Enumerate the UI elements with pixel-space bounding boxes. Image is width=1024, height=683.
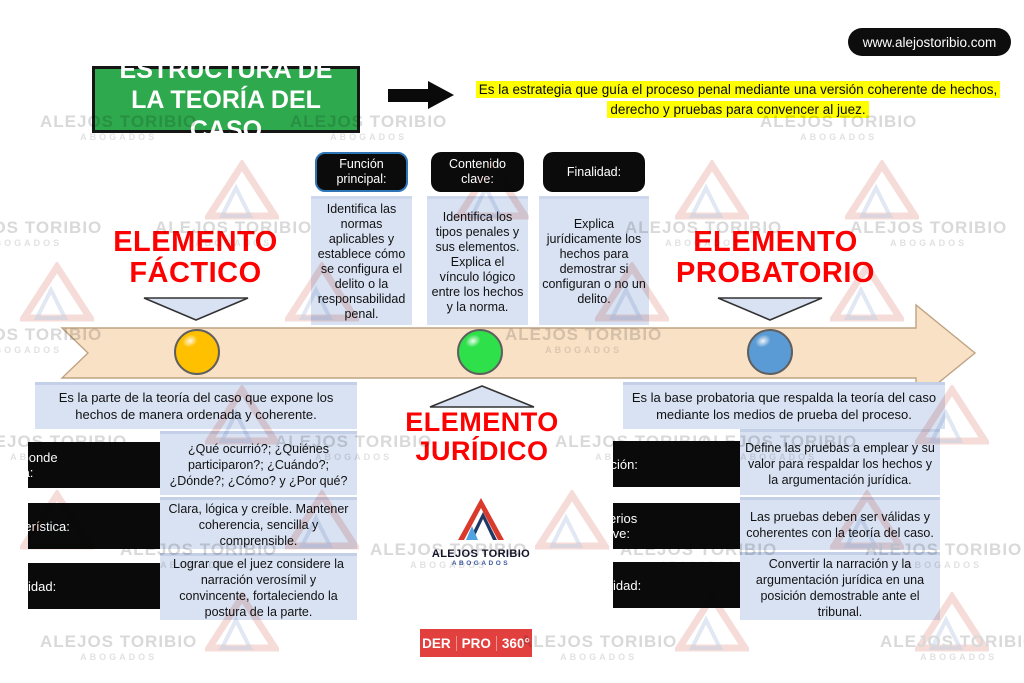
- contenido-clave-label[interactable]: Contenido clave:: [431, 152, 524, 192]
- finalidad-left-text: Lograr que el juez considere la narració…: [160, 553, 357, 620]
- factico-down-pointer-icon: [143, 297, 249, 321]
- website-url: www.alejostoribio.com: [862, 34, 997, 50]
- caracteristica-text: Clara, lógica y creíble. Mantener cohere…: [160, 497, 357, 549]
- firm-name: ALEJOS TORIBIO: [431, 548, 531, 560]
- column-finalidad: Finalidad: Explica jurídicamente los hec…: [539, 152, 649, 325]
- factico-summary: Es la parte de la teoría del caso que ex…: [35, 382, 357, 429]
- watermark-triangle-icon: [672, 158, 752, 225]
- juridico-dot[interactable]: [457, 329, 503, 375]
- finalidad-text: Explica jurídicamente los hechos para de…: [539, 196, 649, 325]
- elemento-factico-title: ELEMENTO FÁCTICO: [113, 226, 278, 290]
- funcion-text: Define las pruebas a emplear y su valor …: [740, 429, 940, 495]
- website-badge[interactable]: www.alejostoribio.com: [848, 28, 1011, 56]
- firm-subtitle: ABOGADOS: [451, 560, 511, 567]
- column-funcion-principal: Función principal: Identifica las normas…: [311, 152, 412, 325]
- definition-text: Es la estrategia que guía el proceso pen…: [458, 80, 1018, 119]
- probatorio-summary: Es la base probatoria que respalda la te…: [623, 382, 945, 429]
- arrow-shaft: [388, 89, 430, 102]
- responde-a-text: ¿Qué ocurrió?; ¿Quiénes participaron?; ¿…: [160, 431, 357, 495]
- finalidad-label[interactable]: Finalidad:: [543, 152, 645, 192]
- factico-dot[interactable]: [174, 329, 220, 375]
- funcion-principal-text: Identifica las normas aplicables y estab…: [311, 196, 412, 325]
- firm-logo: ALEJOS TORIBIO ABOGADOS: [426, 497, 536, 567]
- derpro-badge[interactable]: DER PRO 360°: [420, 629, 532, 657]
- page-title: ESTRUCTURA DE LA TEORÍA DEL CASO: [92, 56, 360, 144]
- derpro-seg-3: 360°: [495, 635, 535, 651]
- finalidad-right-text: Convertir la narración y la argumentació…: [740, 552, 940, 620]
- elemento-probatorio-title: ELEMENTO PROBATORIO: [676, 226, 875, 290]
- watermark-triangle-icon: [202, 158, 282, 225]
- contenido-clave-text: Identifica los tipos penales y sus eleme…: [427, 196, 528, 325]
- watermark-triangle-icon: [842, 158, 922, 225]
- probatorio-dot[interactable]: [747, 329, 793, 375]
- probatorio-down-pointer-icon: [717, 297, 823, 321]
- derpro-seg-1: DER: [422, 635, 451, 651]
- juridico-up-pointer-icon: [429, 385, 535, 408]
- arrow-head: [428, 81, 454, 109]
- firm-logo-triangle-icon: [458, 498, 504, 540]
- derpro-seg-2: PRO: [455, 635, 496, 651]
- criterios-clave-text: Las pruebas deben ser válidas y coherent…: [740, 497, 940, 550]
- column-contenido-clave: Contenido clave: Identifica los tipos pe…: [427, 152, 528, 325]
- watermark-triangle-icon: [532, 488, 612, 555]
- funcion-principal-label[interactable]: Función principal:: [315, 152, 408, 192]
- highlighted-text: Es la estrategia que guía el proceso pen…: [475, 81, 1001, 118]
- elemento-juridico-title: ELEMENTO JURÍDICO: [405, 407, 559, 467]
